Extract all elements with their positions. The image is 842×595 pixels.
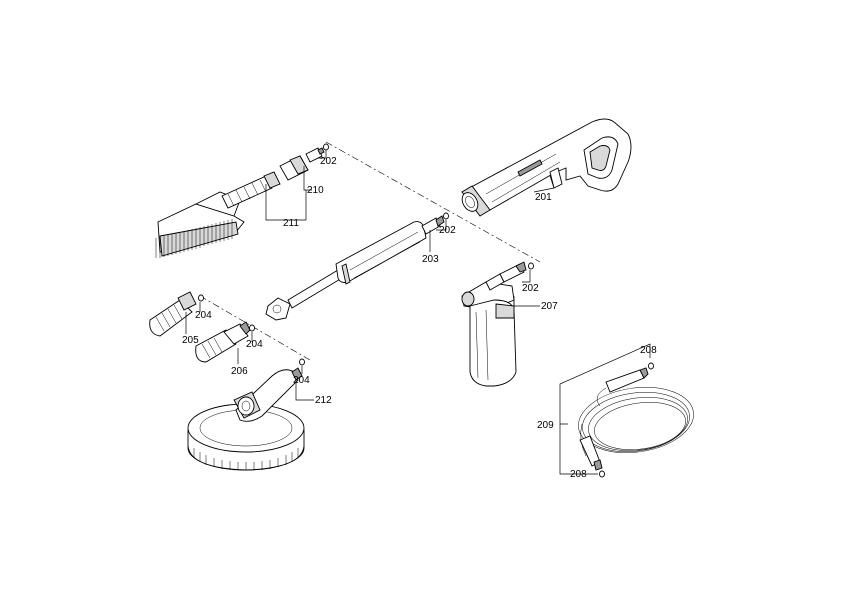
nozzle-206 [195,321,251,363]
label-211: 211 [283,218,299,229]
label-205: 205 [182,335,199,346]
alignment-axes [199,141,541,361]
high-pressure-hose-209 [578,367,694,471]
o-ring-204c [299,358,305,366]
label-201: 201 [535,192,552,203]
label-202-lance: 202 [439,225,456,236]
o-ring-204b [249,324,255,332]
o-ring-202a [323,143,329,151]
o-ring-202c [528,262,534,270]
label-208-top: 208 [640,345,657,356]
wash-brush-211 [155,171,281,258]
label-204-patio: 204 [293,375,310,386]
label-209: 209 [537,420,554,431]
part-labels: 201 202 210 211 202 203 202 207 204 205 … [182,156,657,480]
rotary-nozzle-205 [149,291,197,337]
leader-lines [185,150,651,475]
label-210: 210 [307,185,324,196]
label-206: 206 [231,366,248,377]
spray-lance-203 [265,215,445,321]
patio-cleaner-212 [187,367,305,471]
label-204-nozzle: 204 [246,339,263,350]
label-203: 203 [422,254,439,265]
o-ring-208b [599,470,605,478]
label-202-foam: 202 [522,283,539,294]
o-ring-208a [648,362,654,370]
label-212: 212 [315,395,332,406]
adapter-210 [279,147,325,181]
o-ring-202b [443,212,449,220]
foam-sprayer-207 [461,261,527,387]
label-204-rotary: 204 [195,310,212,321]
label-208-bottom: 208 [570,469,587,480]
label-207: 207 [541,301,558,312]
label-202-brush: 202 [320,156,337,167]
o-ring-204a [198,294,204,302]
spray-gun-201 [461,118,632,217]
